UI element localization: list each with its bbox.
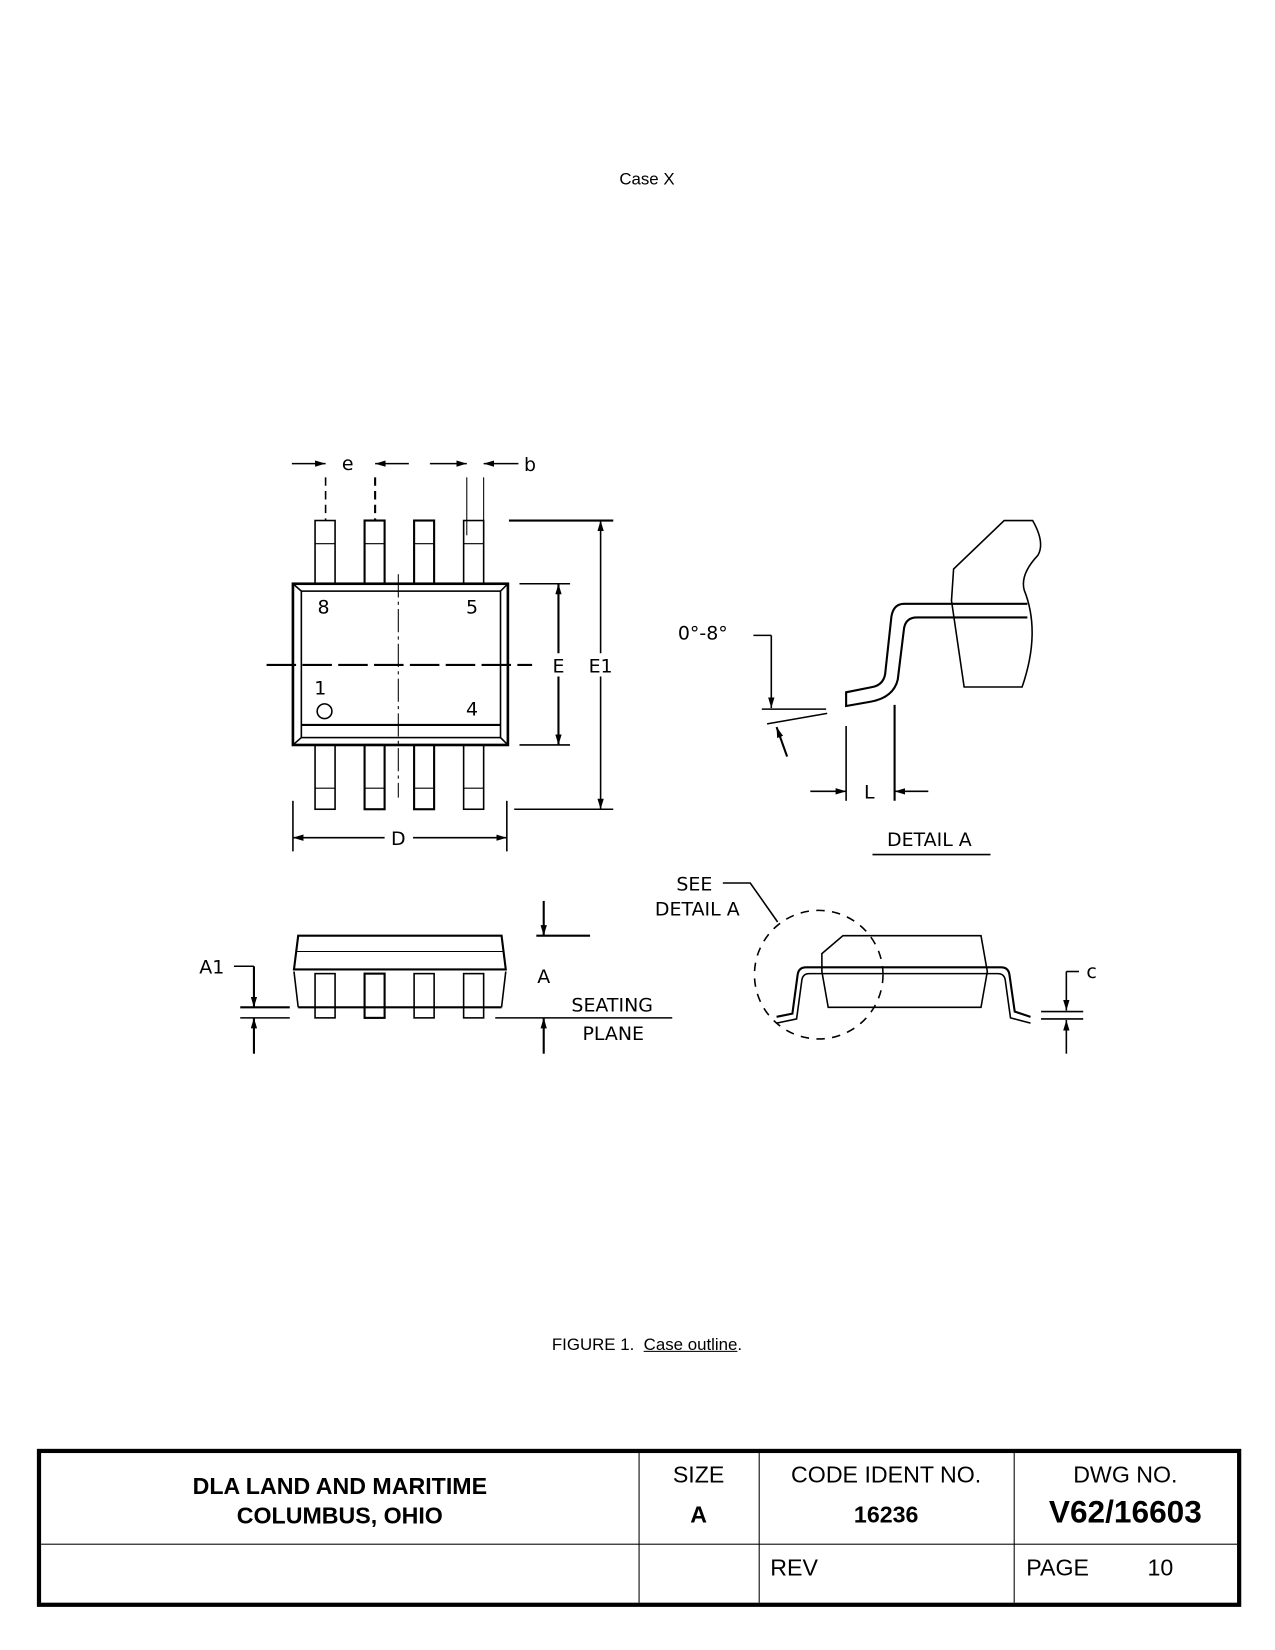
pin-label-1: 1 — [314, 677, 326, 699]
rev-label: REV — [770, 1554, 818, 1581]
pin-label-5: 5 — [466, 596, 478, 618]
dim-e-label: e — [342, 453, 354, 475]
pin-label-8: 8 — [317, 596, 329, 618]
dim-c-label: c — [1086, 961, 1096, 983]
size-label: SIZE — [672, 1461, 725, 1488]
code-ident-value: 16236 — [853, 1501, 919, 1528]
dim-L-label: L — [864, 782, 875, 804]
col-divider — [758, 1453, 760, 1603]
col-divider — [638, 1453, 640, 1603]
side-view — [233, 900, 673, 1054]
organization: DLA LAND AND MARITIME COLUMBUS, OHIO — [41, 1472, 638, 1531]
figure-caption: FIGURE 1. Case outline. — [0, 1336, 1275, 1355]
dwg-no-value: V62/16603 — [1048, 1495, 1202, 1530]
plane-label: PLANE — [582, 1023, 644, 1045]
bottom-pins — [314, 743, 485, 811]
seating-label: SEATING — [571, 995, 653, 1017]
end-view — [722, 882, 1084, 1054]
case-title: Case X — [619, 170, 675, 189]
figure-caption-suffix: . — [737, 1336, 743, 1355]
dim-E-label: E — [552, 655, 564, 677]
page-label: PAGE — [1026, 1554, 1090, 1581]
top-view — [266, 460, 614, 852]
see-detail-label: DETAIL A — [655, 899, 740, 921]
figure-title: Case outline — [643, 1336, 738, 1355]
org-location: COLUMBUS, OHIO — [236, 1502, 443, 1529]
dim-E1-label: E1 — [589, 655, 613, 677]
dim-A1-label: A1 — [199, 957, 224, 979]
pin-label-4: 4 — [466, 698, 478, 720]
col-divider — [1013, 1453, 1015, 1603]
dwg-no-label: DWG NO. — [1073, 1461, 1178, 1488]
dim-A-label: A — [537, 966, 550, 988]
figure-number: FIGURE 1. — [551, 1336, 635, 1355]
size-value: A — [690, 1501, 707, 1528]
top-pins — [314, 519, 485, 585]
detail-a — [753, 519, 1042, 856]
pin1-indicator — [316, 703, 333, 720]
see-label: SEE — [676, 873, 712, 895]
detail-a-title: DETAIL A — [887, 829, 972, 851]
page-number: 10 — [1147, 1554, 1174, 1581]
dim-D-label: D — [391, 828, 406, 850]
angle-label: 0°-8° — [678, 623, 728, 645]
org-name: DLA LAND AND MARITIME — [192, 1473, 488, 1500]
dim-b-label: b — [524, 454, 536, 476]
title-block: DLA LAND AND MARITIME COLUMBUS, OHIO SIZ… — [36, 1448, 1242, 1607]
code-ident-label: CODE IDENT NO. — [791, 1461, 982, 1488]
